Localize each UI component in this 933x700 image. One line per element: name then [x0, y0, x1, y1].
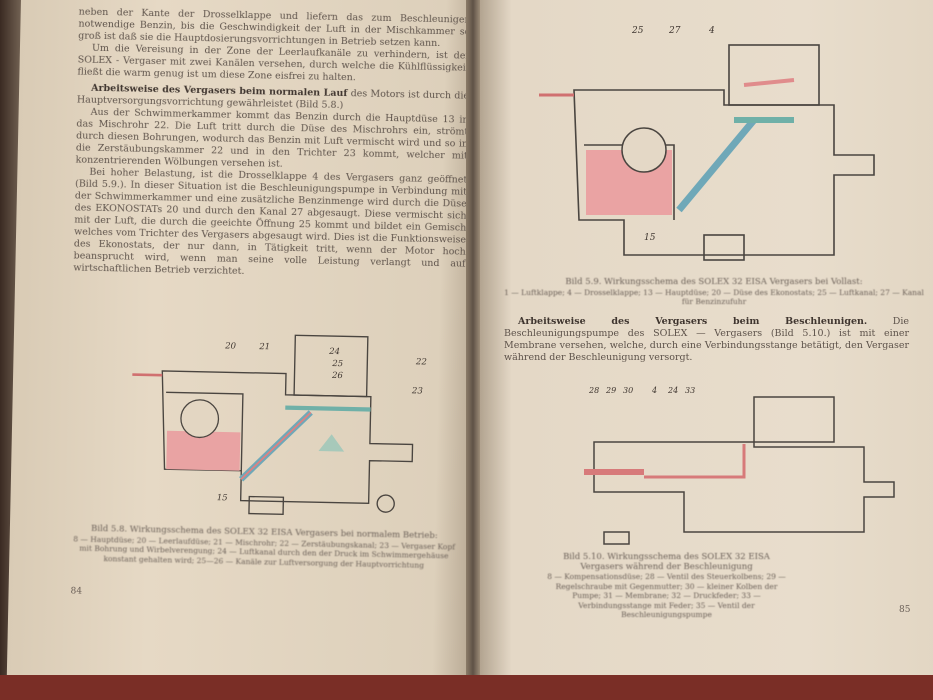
section-heading: Arbeitsweise des Vergasers beim Beschleu…	[518, 316, 868, 327]
figure-label: 33	[685, 386, 695, 395]
page-number: 85	[899, 605, 911, 615]
figure-label: 21	[258, 342, 270, 352]
paragraph: Aus der Schwimmerkammer kommt das Benzin…	[75, 106, 469, 170]
figure-label: 4	[708, 26, 715, 36]
figure-label: 4	[651, 386, 657, 395]
figure-label: 24	[328, 347, 340, 357]
left-page: neben der Kante der Drosselklappe und li…	[6, 0, 484, 685]
figure-label: 25	[331, 359, 343, 369]
carburetor-diagram-normal: 20 21 24 25 26 22 23 15	[132, 334, 427, 515]
left-body-text: neben der Kante der Drosselklappe und li…	[73, 6, 471, 282]
paragraph: Die Beschleunigungspumpe des SOLEX — Ver…	[504, 316, 909, 363]
page-number: 84	[70, 586, 83, 597]
caption-title: Bild 5.10. Wirkungsschema des SOLEX 32 E…	[563, 552, 770, 572]
book-cover-edge	[0, 675, 933, 700]
caption-body: 8 — Kompensationsdüse; 28 — Ventil des S…	[547, 572, 786, 619]
figure-caption: Bild 5.8. Wirkungsschema des SOLEX 32 EI…	[71, 524, 457, 570]
caption-title: Bild 5.9. Wirkungsschema des SOLEX 32 EI…	[565, 277, 863, 287]
figure-caption: Bild 5.9. Wirkungsschema des SOLEX 32 EI…	[504, 277, 924, 307]
figure-label: 30	[623, 386, 633, 395]
figure-label: 27	[668, 26, 681, 36]
carburetor-diagram-full-load: 25 27 4 15	[539, 26, 875, 261]
figure-label: 20	[224, 341, 237, 351]
figure-label: 29	[605, 386, 616, 395]
paragraph: Um die Vereisung in der Zone der Leerlau…	[77, 42, 471, 84]
figure-label: 22	[415, 357, 427, 367]
figure-label: 25	[631, 26, 644, 36]
right-body-text: Arbeitsweise des Vergasers beim Beschleu…	[504, 316, 909, 364]
figure-label: 28	[588, 386, 599, 395]
figure-label: 15	[217, 493, 228, 503]
figure-label: 23	[411, 386, 423, 396]
figure-label: 24	[667, 386, 678, 395]
right-page: 25 27 4 15 Bild 5.9. Wirkungsschema des …	[474, 0, 933, 680]
figure-label: 26	[331, 371, 344, 381]
figure-caption: Bild 5.10. Wirkungsschema des SOLEX 32 E…	[544, 552, 789, 620]
figure-label: 15	[644, 233, 656, 243]
caption-body: 1 — Luftklappe; 4 — Drosselklappe; 13 — …	[504, 287, 924, 307]
carburetor-diagram-acceleration: 28 29 30 4 24 33	[584, 386, 895, 545]
book-gutter	[466, 0, 480, 700]
paragraph: Bei hoher Belastung, ist die Drosselklap…	[73, 166, 468, 277]
